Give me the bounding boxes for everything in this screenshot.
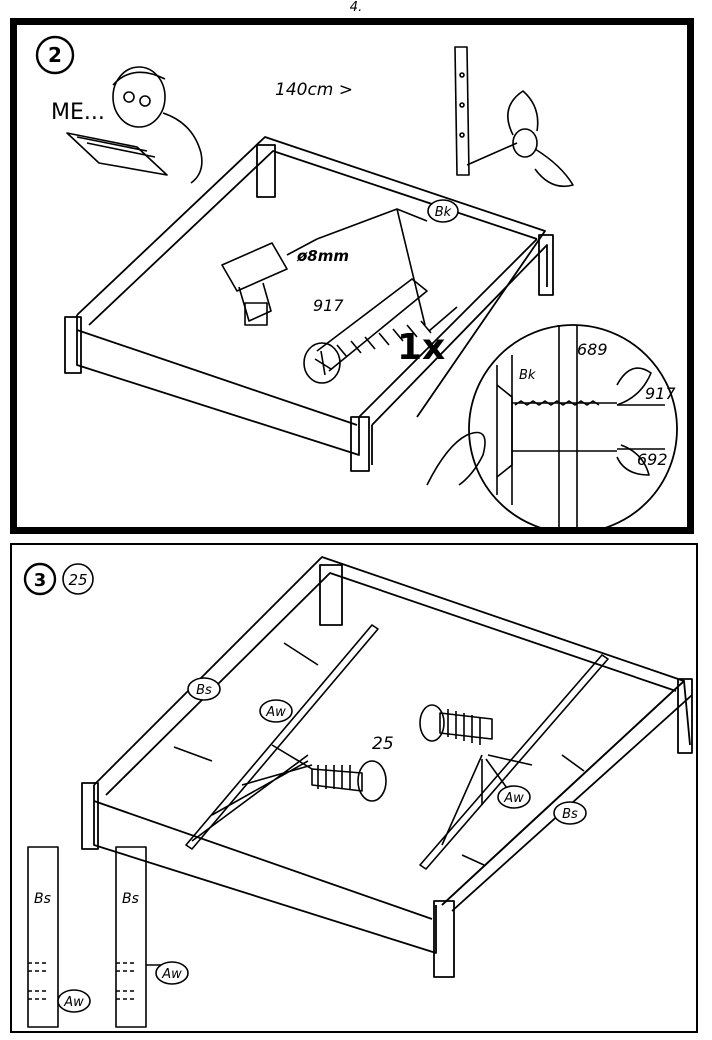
- detail-magnifier: [468, 324, 678, 527]
- part-bs-left-label: Bs: [196, 683, 212, 698]
- drill-size-label: ø8mm: [296, 247, 349, 265]
- part-bs-right-badge: [553, 801, 587, 825]
- wingnut-icon: [507, 90, 574, 188]
- bolt-code-label: 917: [313, 296, 344, 315]
- detail-689-label: 689: [577, 340, 608, 359]
- inset-rail-2: [115, 846, 172, 1028]
- inset-rail-1-label: Bs: [34, 891, 51, 907]
- step-3-panel: 3 25 25 Bs Aw Aw Bs Bs Aw Bs Aw: [10, 543, 698, 1033]
- bed-size-label: 140cm >: [275, 80, 353, 100]
- part-aw-left-label: Aw: [265, 705, 286, 720]
- arrows-left: [173, 642, 319, 762]
- corner-bracket-step3: [319, 564, 343, 626]
- step-2-circle: [35, 35, 75, 75]
- page-number: 4.: [349, 0, 363, 15]
- inset-rail-2-label: Bs: [122, 891, 139, 907]
- bed-frame-step3: [81, 556, 693, 978]
- step-3-illustration: 3 25 25 Bs Aw Aw Bs Bs Aw Bs Aw: [23, 556, 693, 1028]
- detail-917-label: 917: [645, 384, 676, 403]
- part-bk-badge: [427, 199, 459, 223]
- quantity-label: 1x: [397, 327, 445, 368]
- leg-part: [454, 46, 518, 176]
- detail-bk-label: Bk: [519, 368, 536, 383]
- step-2-number: 2: [48, 43, 62, 67]
- part-bk-label: Bk: [435, 205, 452, 220]
- rail-left: [185, 624, 379, 850]
- inset-aw-1-badge: [57, 989, 91, 1013]
- corner-bracket: [256, 144, 276, 198]
- screw-code-label: 25: [372, 734, 394, 754]
- inset-aw-1-label: Aw: [63, 995, 84, 1010]
- detail-692-label: 692: [637, 450, 668, 469]
- part-aw-left-badge: [259, 699, 293, 723]
- step-2-illustration: 2 ME... 140cm > Bk ø8mm 917 1x Bk 689 91…: [35, 35, 678, 527]
- reader-text: ME...: [51, 100, 105, 125]
- part-bs-right-label: Bs: [562, 807, 578, 822]
- step-2-panel: 2 ME... 140cm > Bk ø8mm 917 1x Bk 689 91…: [10, 18, 694, 534]
- reading-man-figure: [66, 66, 203, 184]
- step-3-number: 3: [34, 570, 47, 591]
- bolt-917-icon: [303, 278, 432, 384]
- inset-rail-1: [27, 846, 59, 1028]
- bed-frame: [64, 136, 554, 472]
- inset-aw-2-badge: [155, 961, 189, 985]
- count-badge-label: 25: [68, 571, 87, 589]
- screw-left-icon: [311, 760, 387, 802]
- count-badge-circle: [62, 563, 94, 595]
- hand-icon: [426, 431, 486, 486]
- screw-right-icon: [419, 704, 493, 745]
- part-aw-right-label: Aw: [503, 791, 524, 806]
- inset-aw-2-label: Aw: [161, 967, 182, 982]
- part-bs-left-badge: [187, 677, 221, 701]
- arrows-right: [461, 754, 585, 866]
- drill-icon: [221, 238, 318, 326]
- step-3-circle: [23, 562, 57, 596]
- part-aw-right-badge: [497, 785, 531, 809]
- rail-right: [419, 654, 609, 870]
